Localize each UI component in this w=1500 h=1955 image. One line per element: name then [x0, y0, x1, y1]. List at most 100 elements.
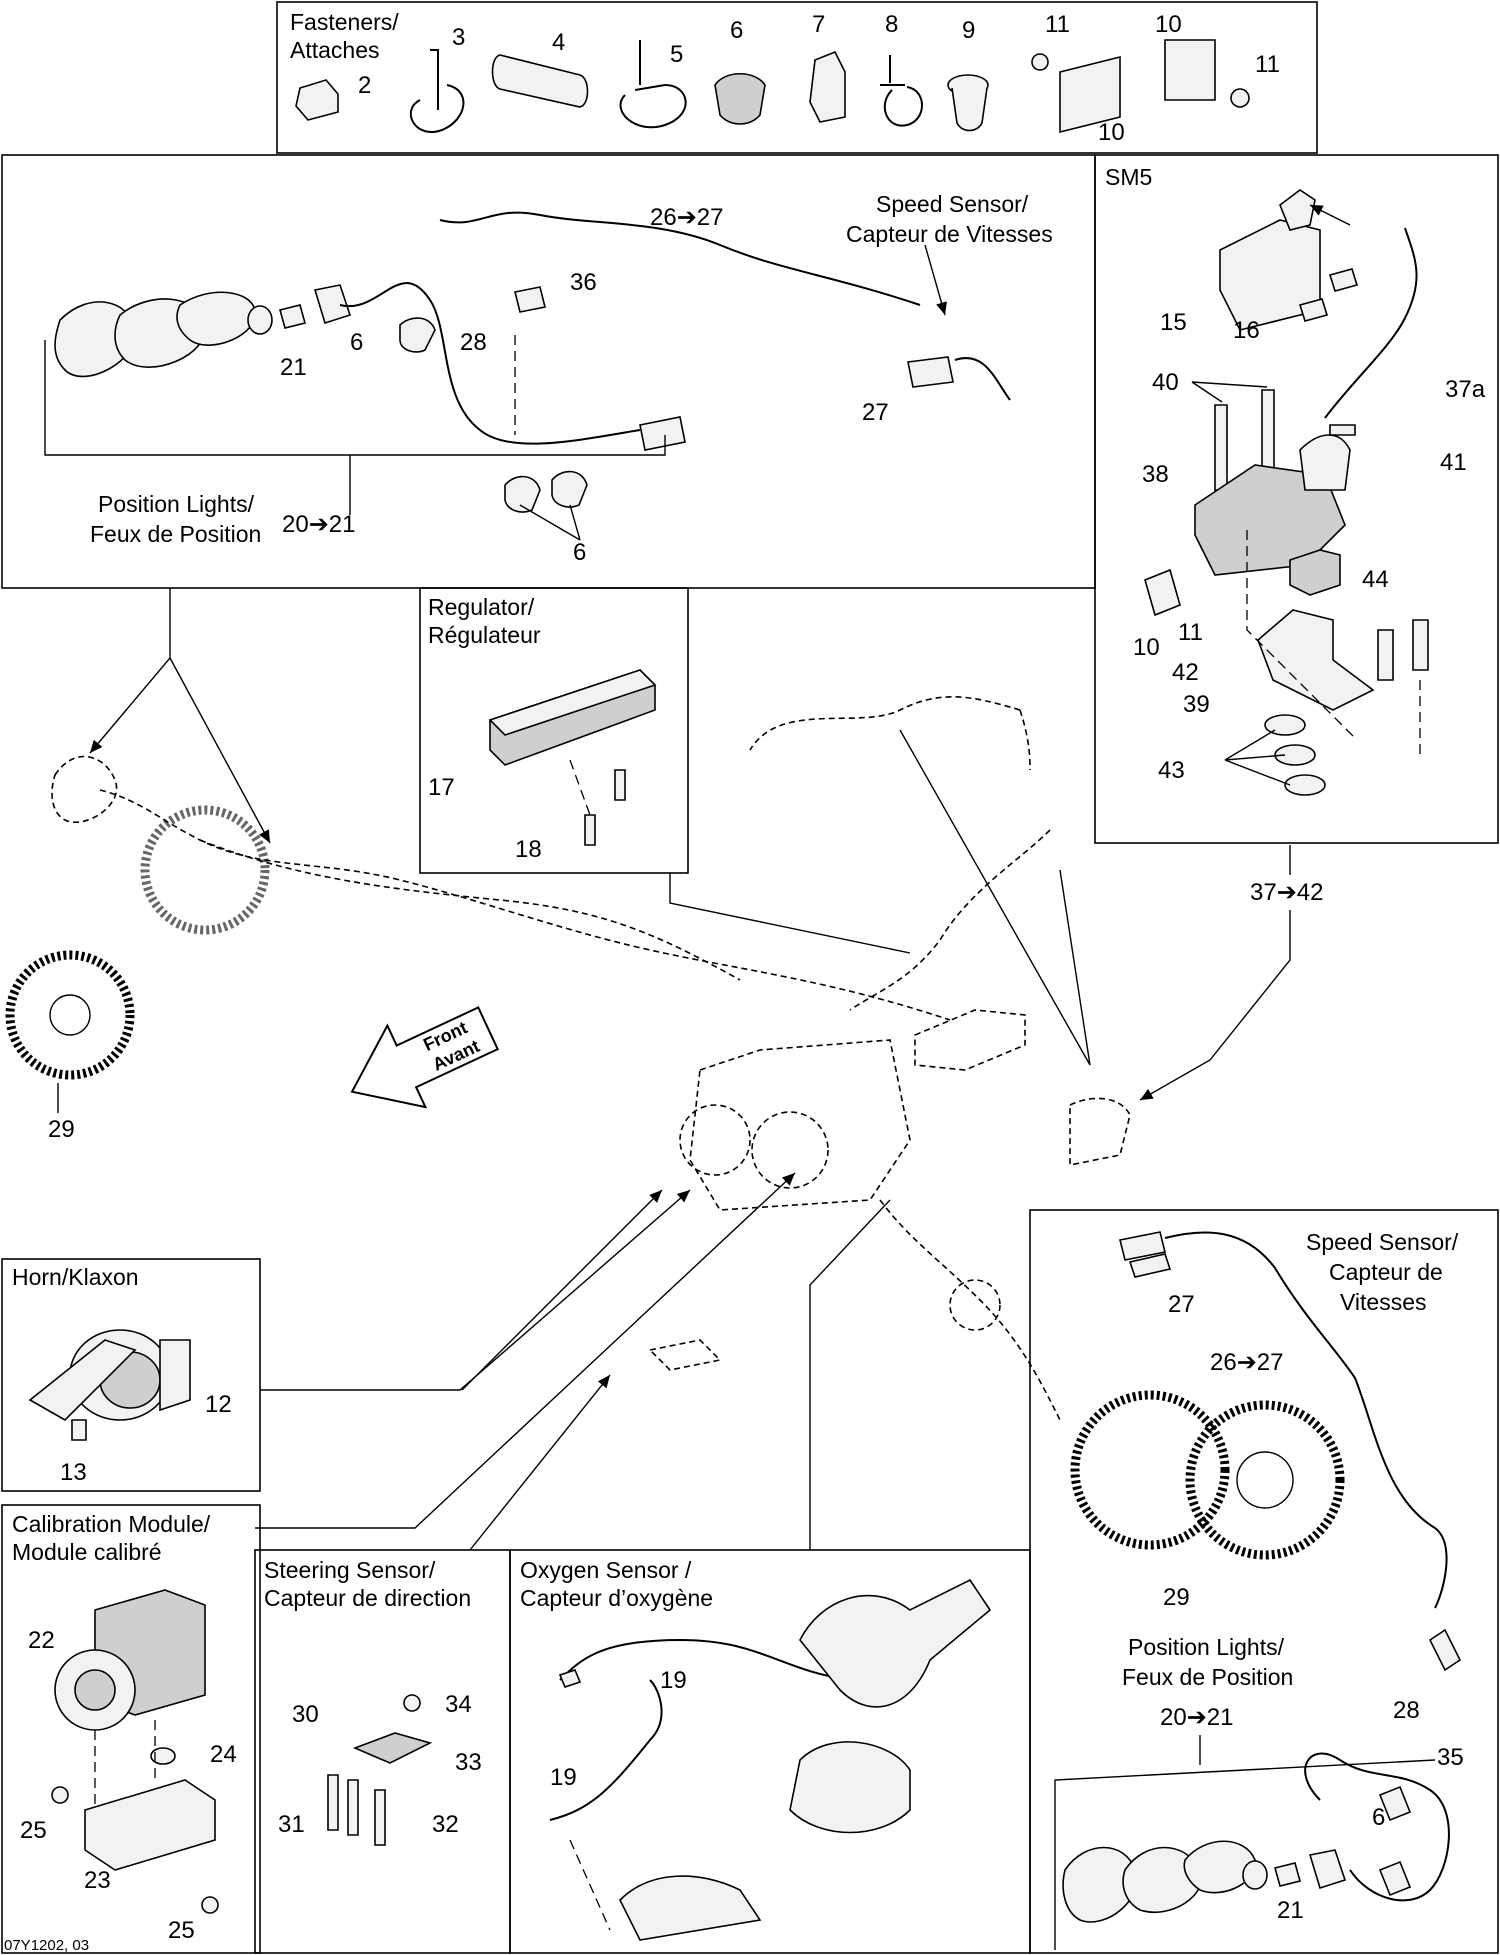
abs-ghost	[751, 1111, 829, 1189]
position-lights-top-title-2: Feux de Position	[90, 521, 261, 547]
horn-panel: Horn/Klaxon 12 13	[1, 1258, 261, 1492]
callout-44: 44	[1362, 566, 1389, 593]
steering-title-2: Capteur de direction	[264, 1585, 471, 1611]
callout-19-b: 19	[550, 1764, 577, 1791]
speed-connector-top	[907, 356, 954, 388]
lights-wire-bottom	[1304, 1752, 1450, 1902]
callout-38: 38	[1142, 461, 1169, 488]
tone-ring-ghost-top	[140, 805, 270, 935]
callout-17: 17	[428, 774, 455, 801]
strap-part	[880, 55, 923, 127]
sm5-bracket-42	[1257, 609, 1375, 711]
sm5-range: 37➔42	[1250, 879, 1324, 906]
callout-36: 36	[570, 269, 597, 296]
calibration-title-2: Module calibré	[12, 1539, 162, 1565]
oxygen-wire-19a	[559, 1638, 851, 1681]
fasteners-title-2: Attaches	[290, 37, 380, 63]
callout-11-sm5: 11	[1178, 619, 1203, 646]
callout-21-top: 21	[280, 354, 307, 381]
tone-ring-29-left	[5, 950, 135, 1080]
position-lights-top-range: 20➔21	[282, 511, 356, 538]
speed-sensor-bottom-title-2: Capteur de	[1329, 1259, 1443, 1285]
bracket-part-a	[1059, 55, 1121, 134]
lights-connector-top	[639, 416, 686, 451]
callout-29-right: 29	[1163, 1584, 1190, 1611]
nut-part-b	[1230, 88, 1250, 108]
callout-25-b: 25	[168, 1917, 195, 1944]
callout-22: 22	[28, 1627, 55, 1654]
speed-sensor-bottom-title-1: Speed Sensor/	[1306, 1229, 1459, 1255]
position-lights-bottom-title-1: Position Lights/	[1128, 1634, 1285, 1660]
callout-18: 18	[515, 836, 542, 863]
speed-sensor-top-title-2: Capteur de Vitesses	[846, 221, 1053, 247]
speed-sensor-bottom-range: 26➔27	[1210, 1349, 1284, 1376]
clamp-part	[619, 40, 687, 129]
position-lights-bottom-range: 20➔21	[1160, 1704, 1234, 1731]
horn-title: Horn/Klaxon	[12, 1264, 139, 1290]
lens-ghost-bottom	[949, 1279, 1001, 1331]
steering-title-1: Steering Sensor/	[264, 1557, 436, 1583]
speed-sensor-bottom-title-3: Vitesses	[1340, 1289, 1427, 1315]
callout-13: 13	[60, 1459, 87, 1486]
ecu-ghost	[689, 1039, 911, 1211]
callout-25-a: 25	[20, 1817, 47, 1844]
calibration-title-1: Calibration Module/	[12, 1511, 211, 1537]
callout-16: 16	[1233, 317, 1260, 344]
main-assembly: 29 Front Avant	[5, 588, 1131, 1551]
callout-21-bottom: 21	[1277, 1897, 1304, 1924]
front-arrow: Front Avant	[350, 1006, 500, 1109]
callout-6-top-a: 6	[350, 329, 363, 356]
steering-sensor-30	[352, 1732, 433, 1764]
calibration-panel: Calibration Module/ Module calibré 22 24…	[1, 1504, 261, 1954]
light-gasket-top	[176, 291, 256, 346]
bracket-36	[514, 286, 546, 313]
bracket-part-b	[1164, 39, 1216, 101]
bolt-40a	[1214, 404, 1228, 491]
callout-34: 34	[445, 1691, 472, 1718]
grommet-6-top	[399, 317, 436, 353]
socket-top	[313, 284, 352, 325]
grommet-clip-part	[714, 73, 766, 125]
sm5-title: SM5	[1105, 164, 1152, 190]
callout-32: 32	[432, 1811, 459, 1838]
oxygen-title-2: Capteur d’oxygène	[520, 1585, 713, 1611]
horn-ghost	[679, 1104, 751, 1176]
sm5-panel: SM5 15 16 37a 40 41 38 10 11 44 42 39 43	[1094, 154, 1499, 844]
callout-27-bottom: 27	[1168, 1291, 1195, 1318]
bolt-40b	[1261, 389, 1275, 476]
tone-ring-29-right	[1185, 1400, 1345, 1560]
callout-43: 43	[1158, 757, 1185, 784]
regulator-ghost	[914, 1009, 1026, 1071]
callout-2: 2	[358, 72, 371, 99]
callout-15: 15	[1160, 309, 1187, 336]
callout-33: 33	[455, 1749, 482, 1776]
callout-11a: 11	[1045, 11, 1070, 38]
callout-37a: 37a	[1445, 376, 1486, 403]
bottom-harness-panel: Speed Sensor/ Capteur de Vitesses 27 26➔…	[1029, 1209, 1499, 1954]
callout-10-sm5: 10	[1133, 634, 1160, 661]
washer-43b	[1274, 744, 1316, 766]
bulb-21-bottom	[1274, 1862, 1301, 1887]
callout-9: 9	[962, 17, 975, 44]
regulator-title-1: Regulator/	[428, 594, 535, 620]
callout-3: 3	[452, 24, 465, 51]
figure-reference: 07Y1202, 03	[4, 1937, 89, 1954]
callout-31: 31	[278, 1811, 305, 1838]
tie-wrap-part	[409, 49, 465, 133]
oxygen-title-1: Oxygen Sensor /	[520, 1557, 692, 1583]
callout-39: 39	[1183, 691, 1210, 718]
socket-bottom	[1308, 1849, 1347, 1890]
light-lens-top	[54, 301, 136, 378]
nut-part-a	[1031, 53, 1049, 71]
light-housing-bottom	[1122, 1846, 1203, 1913]
lights-wire-top	[339, 282, 641, 445]
callout-10b: 10	[1155, 11, 1182, 38]
callout-7: 7	[812, 11, 825, 38]
callout-19-a: 19	[660, 1667, 687, 1694]
callout-12: 12	[205, 1391, 232, 1418]
position-lights-bottom-title-2: Feux de Position	[1122, 1664, 1293, 1690]
oxygen-panel: Oxygen Sensor / Capteur d’oxygène 19 19	[509, 1549, 1031, 1954]
top-harness-panel: Speed Sensor/ Capteur de Vitesses 26➔27 …	[1, 154, 1096, 589]
fasteners-title-1: Fasteners/	[290, 9, 399, 35]
